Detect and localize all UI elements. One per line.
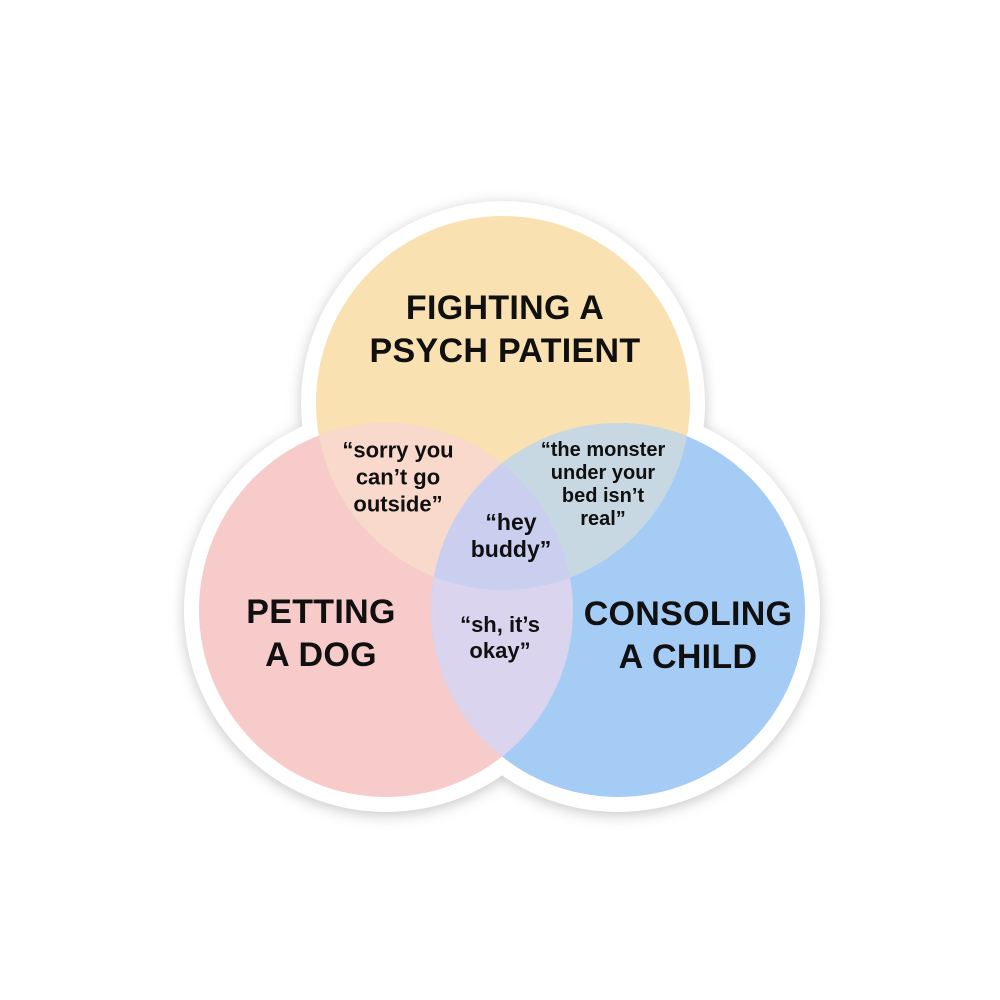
label-line: A CHILD xyxy=(618,638,758,676)
quote-line: can’t go xyxy=(355,464,441,490)
sticker-body xyxy=(184,201,820,812)
quote-line: under your xyxy=(550,462,656,484)
overlap-all-three xyxy=(431,423,573,590)
label-consoling-a-child: CONSOLING A CHILD xyxy=(584,593,793,679)
quote-line: “the monster xyxy=(540,439,666,461)
quote-line: bed isn’t xyxy=(561,485,645,507)
overlap-all-three-outer xyxy=(431,423,573,590)
quote-fighting-petting: “sorry you can’t go outside” xyxy=(342,437,453,518)
overlap-all-three-fill xyxy=(431,423,573,590)
quote-petting-consoling: “sh, it’s okay” xyxy=(460,612,540,664)
label-line: FIGHTING A xyxy=(405,289,605,327)
label-line: PETTING xyxy=(246,593,396,631)
quote-line: buddy” xyxy=(470,536,552,562)
quote-line: “sh, it’s xyxy=(460,612,540,637)
label-line: PSYCH PATIENT xyxy=(369,332,641,370)
quote-line: outside” xyxy=(353,491,443,517)
quote-line: “hey xyxy=(485,509,537,535)
label-petting-a-dog: PETTING A DOG xyxy=(246,591,395,677)
label-line: A DOG xyxy=(265,636,377,674)
quote-all-three: “hey buddy” xyxy=(471,509,552,563)
label-line: CONSOLING xyxy=(583,595,793,633)
quote-line: real” xyxy=(580,508,626,530)
quote-fighting-consoling: “the monster under your bed isn’t real” xyxy=(541,439,665,531)
label-fighting-psych-patient: FIGHTING A PSYCH PATIENT xyxy=(370,287,641,373)
quote-line: okay” xyxy=(469,638,531,663)
quote-line: “sorry you xyxy=(342,437,454,463)
